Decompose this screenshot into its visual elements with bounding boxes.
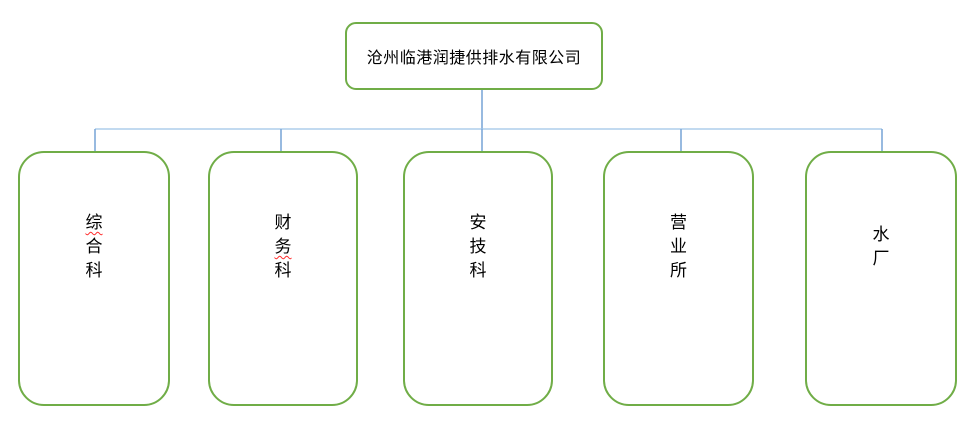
root-box-label: 沧州临港润捷供排水有限公司: [366, 50, 582, 67]
dept-box-3[interactable]: 安技科: [403, 151, 553, 406]
dept-box-2-label: 财务科: [274, 213, 292, 280]
dept-box-2[interactable]: 财务科: [208, 151, 358, 406]
dept-box-4-label: 营业所: [670, 213, 687, 280]
dept-box-1-label: 综合科: [85, 213, 103, 280]
dept-box-1[interactable]: 综合科: [18, 151, 170, 406]
dept-box-5[interactable]: 水厂: [805, 151, 957, 406]
root-box[interactable]: 沧州临港润捷供排水有限公司: [345, 22, 603, 90]
dept-box-5-label: 水厂: [872, 225, 890, 268]
dept-box-3-label: 安技科: [469, 213, 487, 280]
dept-box-4[interactable]: 营业所: [603, 151, 754, 406]
